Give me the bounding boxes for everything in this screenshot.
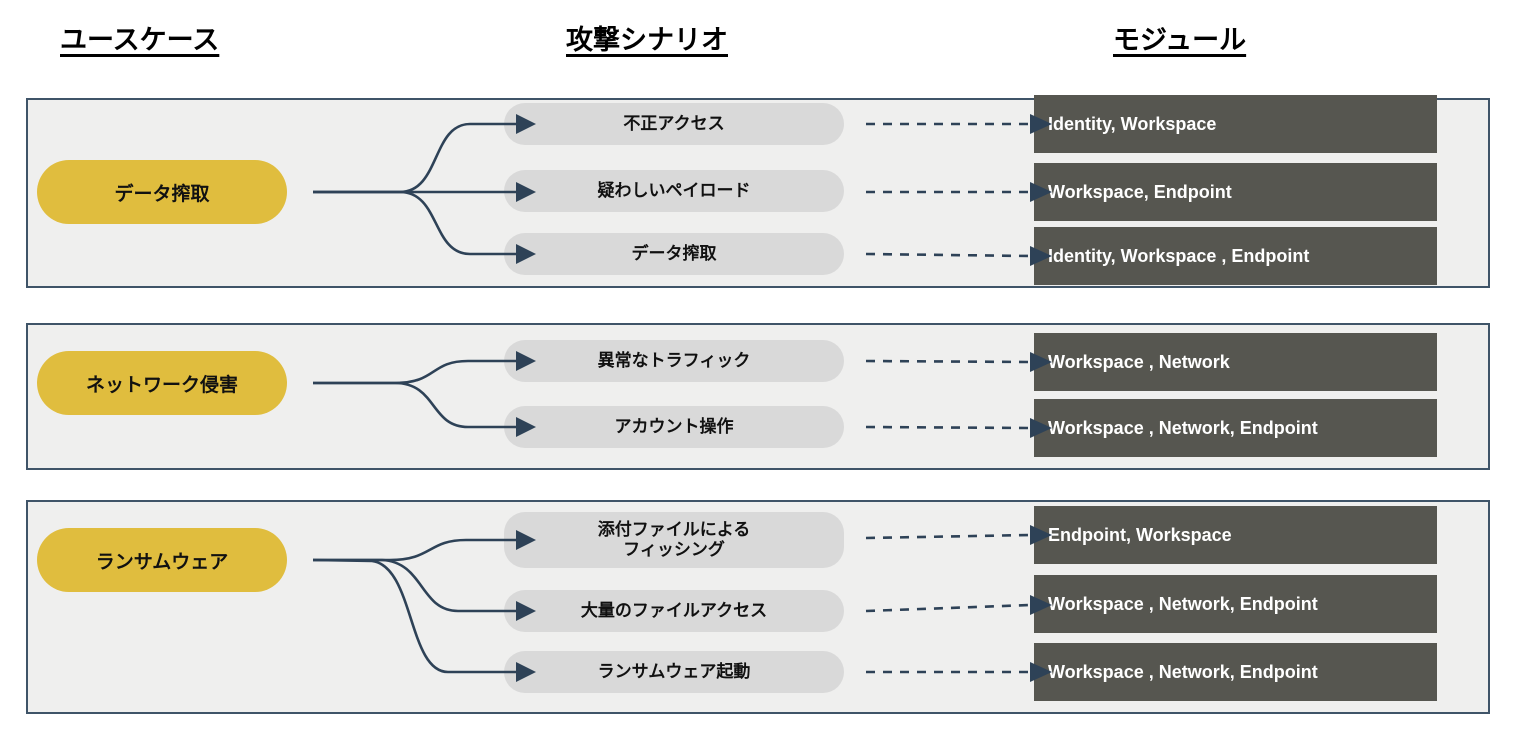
module-box[interactable]: Endpoint, Workspace xyxy=(1034,506,1437,564)
usecase-pill[interactable]: ネットワーク侵害 xyxy=(37,351,287,415)
module-box[interactable]: Workspace, Endpoint xyxy=(1034,163,1437,221)
column-header-module: モジュール xyxy=(1113,25,1247,55)
usecase-pill[interactable]: データ搾取 xyxy=(37,160,287,224)
module-box[interactable]: Workspace , Network, Endpoint xyxy=(1034,643,1437,701)
scenario-pill[interactable]: 大量のファイルアクセス xyxy=(504,590,844,632)
module-box[interactable]: Identity, Workspace , Endpoint xyxy=(1034,227,1437,285)
column-header-scenario: 攻撃シナリオ xyxy=(566,25,728,55)
module-box[interactable]: Workspace , Network, Endpoint xyxy=(1034,575,1437,633)
module-box[interactable]: Workspace , Network xyxy=(1034,333,1437,391)
scenario-pill[interactable]: 異常なトラフィック xyxy=(504,340,844,382)
module-box[interactable]: Identity, Workspace xyxy=(1034,95,1437,153)
scenario-pill[interactable]: 不正アクセス xyxy=(504,103,844,145)
scenario-pill[interactable]: 疑わしいペイロード xyxy=(504,170,844,212)
scenario-pill[interactable]: データ搾取 xyxy=(504,233,844,275)
scenario-pill[interactable]: 添付ファイルによる フィッシング xyxy=(504,512,844,568)
scenario-pill[interactable]: アカウント操作 xyxy=(504,406,844,448)
usecase-pill[interactable]: ランサムウェア xyxy=(37,528,287,592)
scenario-pill[interactable]: ランサムウェア起動 xyxy=(504,651,844,693)
module-box[interactable]: Workspace , Network, Endpoint xyxy=(1034,399,1437,457)
column-header-usecase: ユースケース xyxy=(60,25,220,55)
